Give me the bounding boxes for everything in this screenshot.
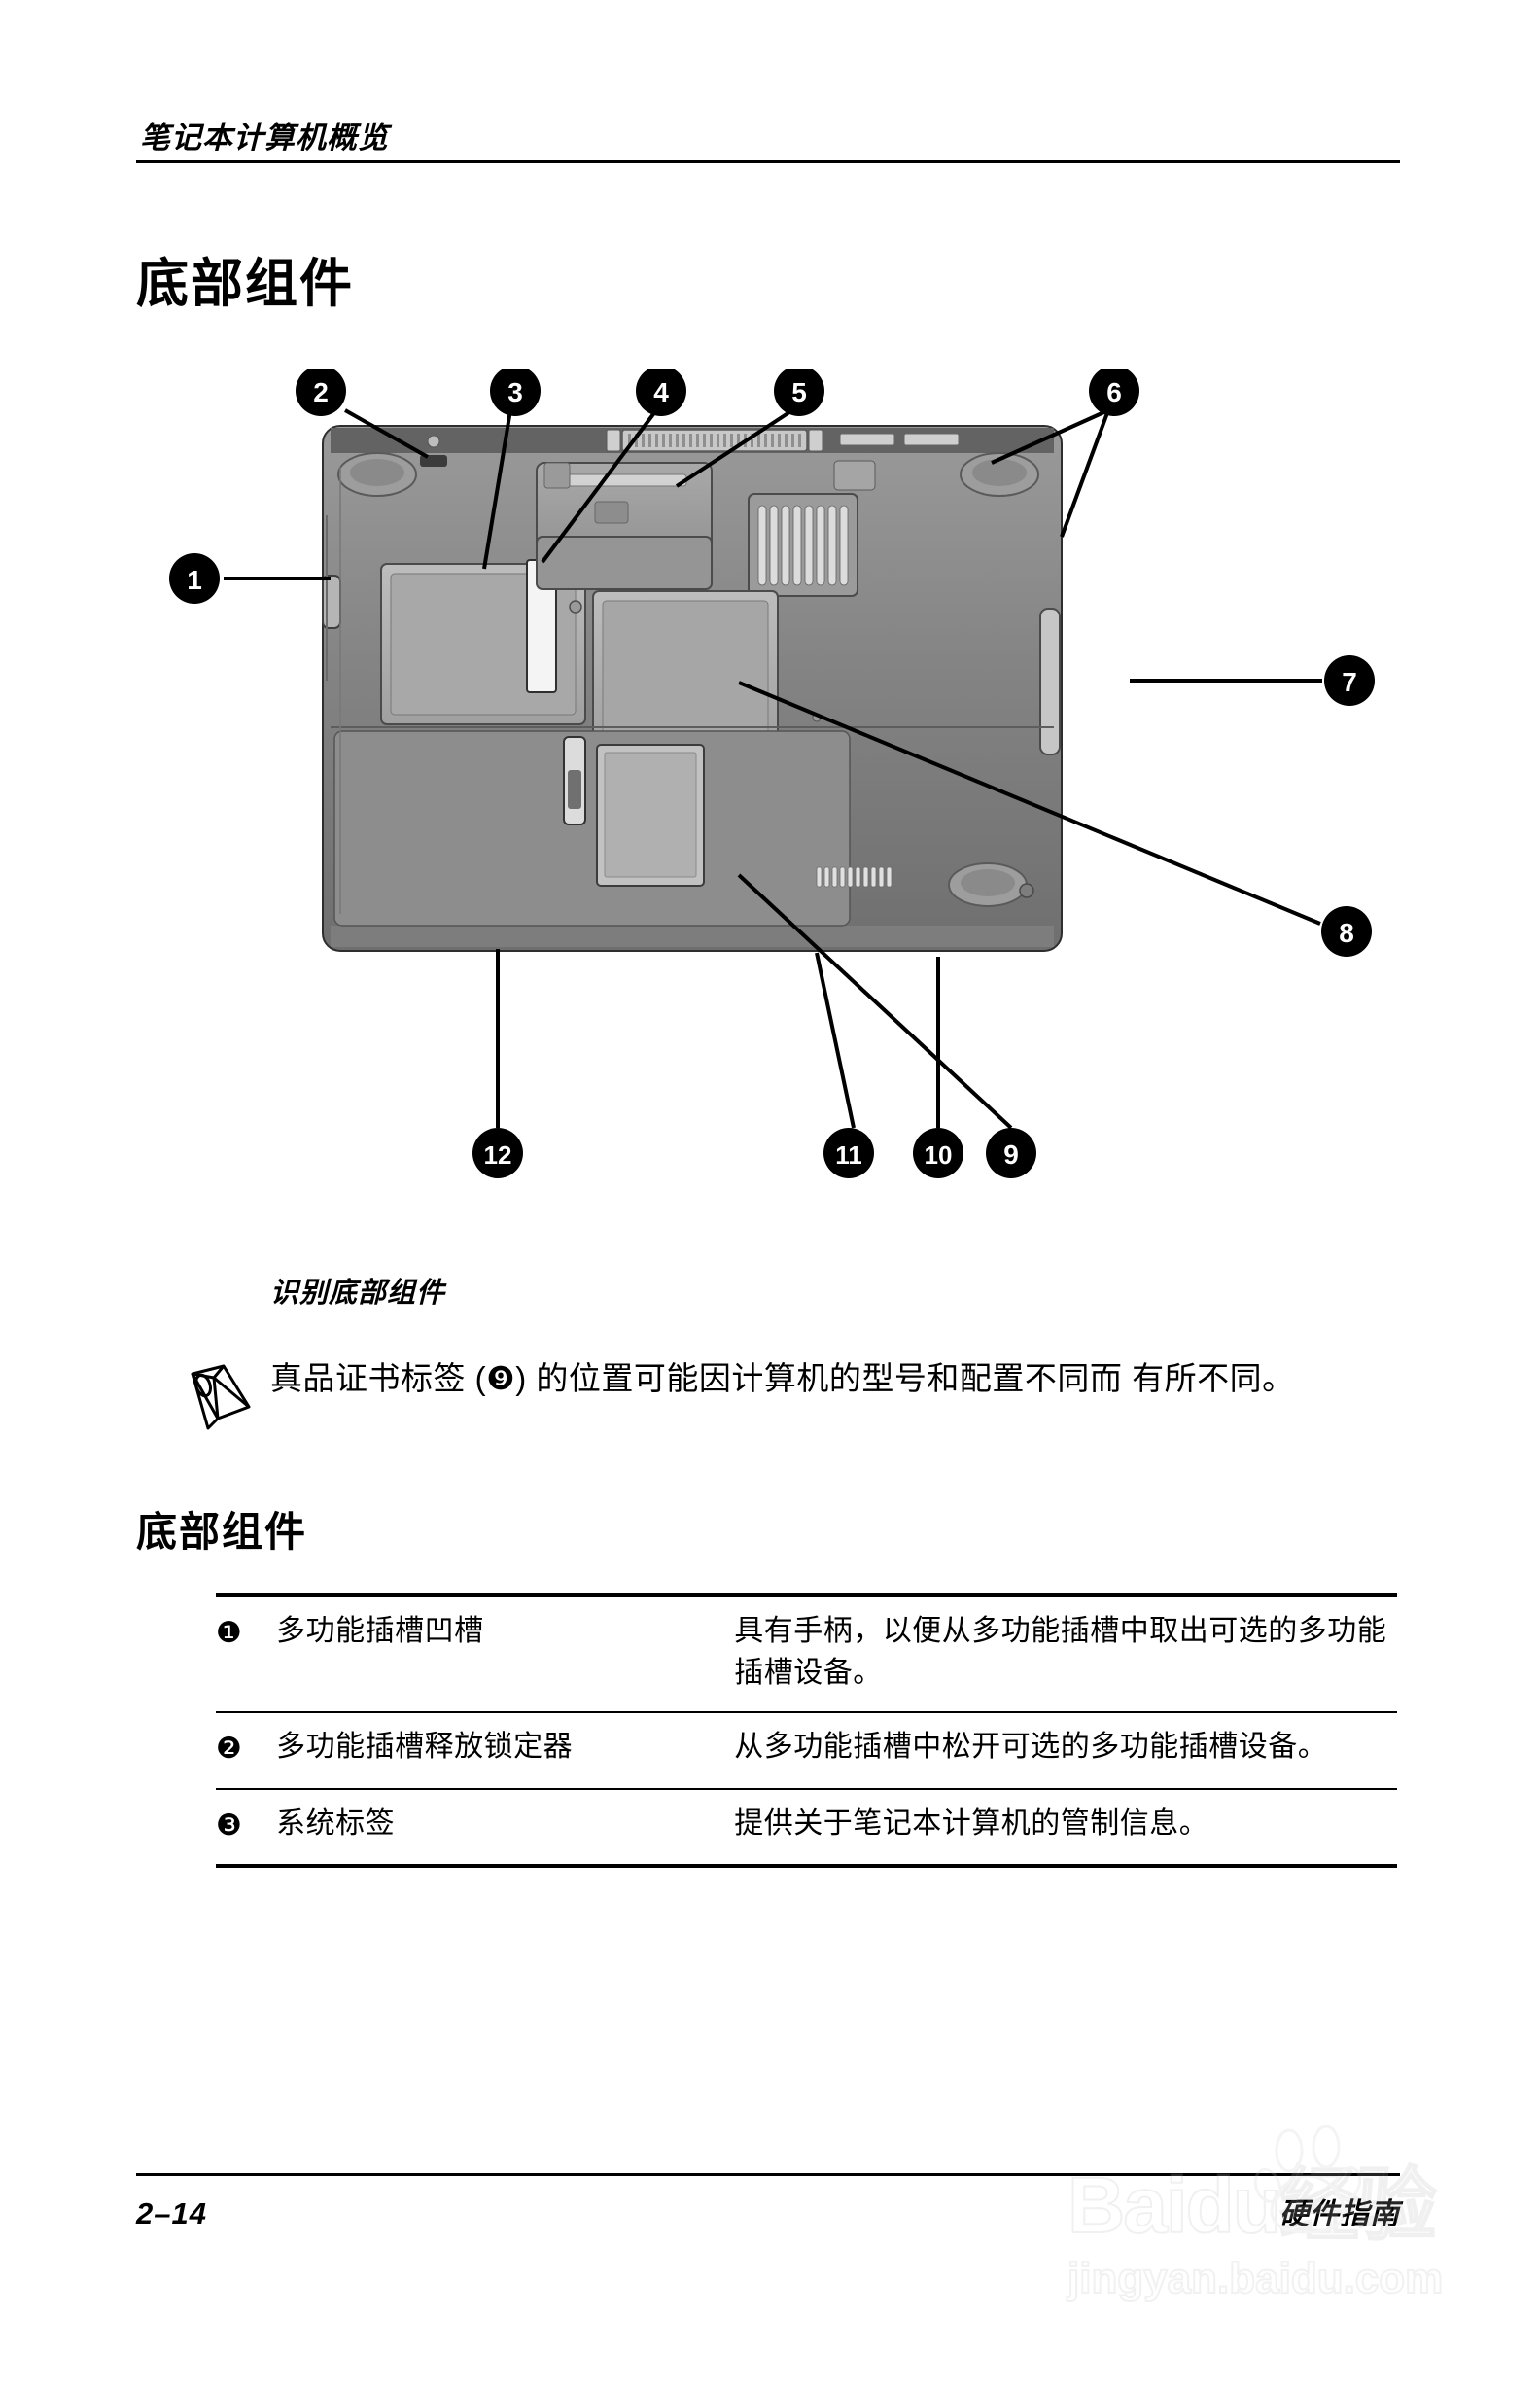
row-component-name: 多功能插槽释放锁定器 — [276, 1731, 574, 1764]
row-number: ❷ — [216, 1733, 243, 1766]
callout-8: 8 — [1321, 906, 1372, 957]
row-component-name: 多功能插槽凹槽 — [276, 1615, 484, 1647]
bottom-components-figure: 1 2 3 4 5 6 7 — [136, 369, 1400, 1245]
callout-bubbles: 1 2 3 4 5 6 7 — [169, 369, 1375, 1178]
figure-caption: 识别底部组件 — [270, 1278, 446, 1309]
table-heading: 底部组件 — [136, 1509, 308, 1555]
note-block: 真品证书标签 (❾) 的位置可能因计算机的型号和配置不同而 有所不同。 — [185, 1356, 1400, 1432]
guide-title: 硬件指南 — [1279, 2198, 1400, 2230]
callout-leader-lines — [224, 408, 1322, 1130]
row-description: 从多功能插槽中松开可选的多功能插槽设备。 — [734, 1731, 1328, 1764]
table-row: ❷ 多功能插槽释放锁定器 从多功能插槽中松开可选的多功能插槽设备。 — [216, 1712, 1397, 1789]
svg-text:1: 1 — [187, 565, 202, 595]
svg-text:3: 3 — [508, 377, 523, 407]
callout-6: 6 — [1089, 369, 1139, 416]
table-row: ❸ 系统标签 提供关于笔记本计算机的管制信息。 — [216, 1789, 1397, 1867]
svg-text:2: 2 — [313, 377, 329, 407]
running-head: 笔记本计算机概览 — [136, 123, 1400, 163]
footer-rule — [136, 2173, 1400, 2176]
callout-9: 9 — [986, 1128, 1036, 1178]
callout-1: 1 — [169, 553, 220, 604]
svg-text:8: 8 — [1339, 918, 1354, 948]
running-head-text: 笔记本计算机概览 — [140, 121, 389, 155]
svg-text:7: 7 — [1342, 667, 1357, 697]
svg-text:6: 6 — [1106, 377, 1122, 407]
callout-11: 11 — [823, 1128, 874, 1178]
row-number: ❸ — [216, 1808, 243, 1841]
callout-2: 2 — [296, 369, 346, 416]
callout-5: 5 — [774, 369, 824, 416]
row-description: 具有手柄，以便从多功能插槽中取出可选的多功能插槽设备。 — [734, 1615, 1387, 1689]
svg-text:5: 5 — [791, 377, 807, 407]
callout-7: 7 — [1324, 655, 1375, 706]
bottom-components-table: ❶ 多功能插槽凹槽 具有手柄，以便从多功能插槽中取出可选的多功能插槽设备。 ❷ … — [216, 1593, 1397, 1868]
row-number: ❶ — [216, 1617, 243, 1649]
callout-4: 4 — [636, 369, 686, 416]
callout-10: 10 — [913, 1128, 963, 1178]
note-line-1: 真品证书标签 (❾) 的位置可能因计算机的型号和配置不同而 — [270, 1360, 1123, 1396]
svg-text:9: 9 — [1003, 1139, 1019, 1170]
svg-text:10: 10 — [925, 1140, 953, 1170]
svg-text:12: 12 — [484, 1140, 512, 1170]
row-component-name: 系统标签 — [276, 1806, 396, 1840]
pencil-icon — [185, 1364, 255, 1432]
page-footer: 2–14 硬件指南 — [136, 2173, 1400, 2232]
page-number: 2–14 — [136, 2196, 207, 2230]
laptop-bottom-illustration — [322, 425, 1063, 952]
watermark-sub: jingyan.baidu.com — [1067, 2255, 1444, 2302]
note-line-2: 有所不同。 — [1132, 1360, 1295, 1396]
svg-text:4: 4 — [653, 377, 669, 407]
svg-text:11: 11 — [835, 1140, 862, 1170]
callout-3: 3 — [490, 369, 541, 416]
note-text: 真品证书标签 (❾) 的位置可能因计算机的型号和配置不同而 有所不同。 — [270, 1356, 1400, 1402]
row-description: 提供关于笔记本计算机的管制信息。 — [734, 1806, 1209, 1840]
table-row: ❶ 多功能插槽凹槽 具有手柄，以便从多功能插槽中取出可选的多功能插槽设备。 — [216, 1595, 1397, 1713]
running-head-rule — [136, 160, 1400, 163]
page-title: 底部组件 — [136, 255, 354, 313]
callout-12: 12 — [472, 1128, 523, 1178]
